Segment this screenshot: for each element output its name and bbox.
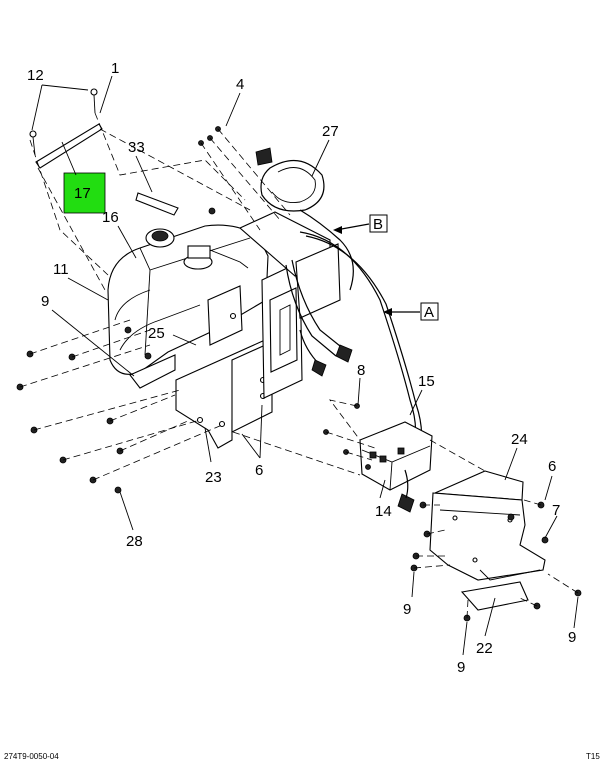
frame-bracket xyxy=(238,211,341,399)
sheet-code: T15 xyxy=(586,752,600,761)
lower-bracket-22 xyxy=(460,581,529,611)
callout-b[interactable]: B xyxy=(333,214,388,234)
hose-assembly-27 xyxy=(255,147,354,291)
label-15: 15 xyxy=(418,373,435,390)
highlight-box-17[interactable] xyxy=(63,172,106,214)
label-9a: 9 xyxy=(41,293,49,310)
label-16: 16 xyxy=(102,209,119,226)
label-14: 14 xyxy=(375,503,392,520)
label-9b: 9 xyxy=(403,601,411,618)
callout-a-label: A xyxy=(424,304,434,321)
label-24: 24 xyxy=(511,431,528,448)
label-17: 17 xyxy=(74,185,91,202)
mounting-plate-24 xyxy=(429,470,546,581)
label-6b: 6 xyxy=(255,462,263,479)
strap-33 xyxy=(135,192,179,216)
label-12: 12 xyxy=(27,67,44,84)
label-23: 23 xyxy=(205,469,222,486)
label-4: 4 xyxy=(236,76,244,93)
label-7: 7 xyxy=(552,502,560,519)
label-9d: 9 xyxy=(457,659,465,676)
fasteners xyxy=(16,112,582,622)
support-bracket xyxy=(129,285,273,449)
label-27: 27 xyxy=(322,123,339,140)
part-labels: 12 1 4 27 33 16 11 9 25 8 15 24 6 7 6 23… xyxy=(27,60,576,676)
label-9c: 9 xyxy=(568,629,576,646)
label-8: 8 xyxy=(357,362,365,379)
leader-lines xyxy=(31,75,579,656)
label-6a: 6 xyxy=(548,458,556,475)
label-33: 33 xyxy=(128,139,145,156)
label-25: 25 xyxy=(148,325,165,342)
label-22: 22 xyxy=(476,640,493,657)
fuel-lines xyxy=(285,231,423,455)
module-14 xyxy=(359,421,433,513)
label-11: 11 xyxy=(53,261,69,278)
label-28: 28 xyxy=(126,533,143,550)
fuel-tank xyxy=(107,224,269,375)
label-1: 1 xyxy=(111,60,119,77)
callout-b-label: B xyxy=(373,216,383,233)
drawing-number: 274T9-0050-04 xyxy=(4,752,59,761)
callout-a[interactable]: A xyxy=(383,302,439,321)
strap-bracket xyxy=(29,88,103,169)
